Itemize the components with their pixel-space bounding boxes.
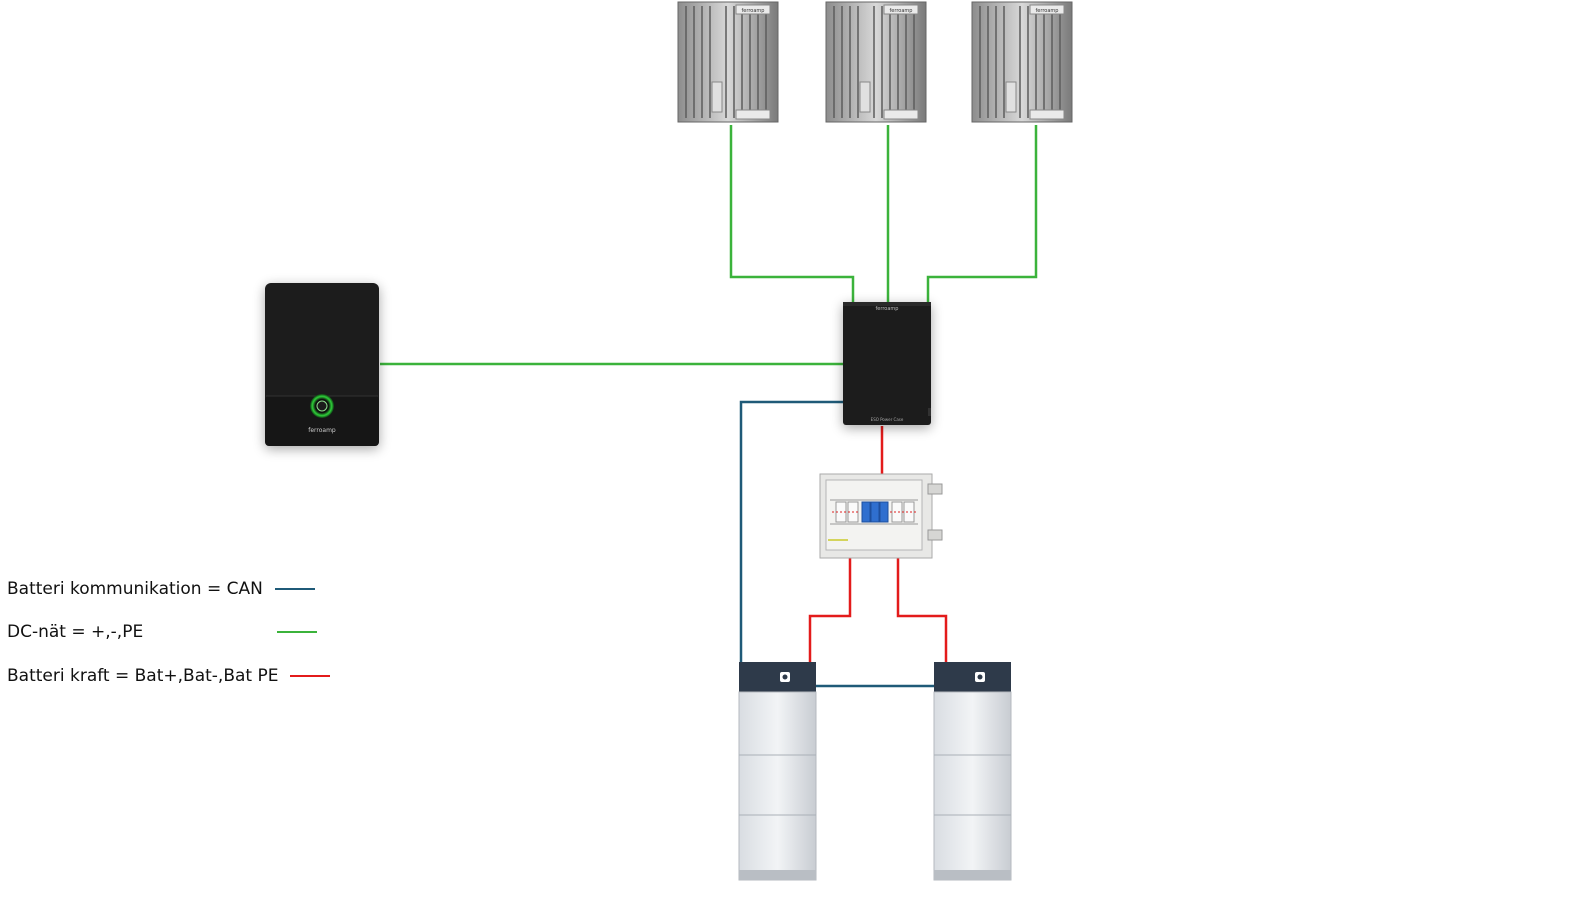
optimizer-2-brand: ferroamp (890, 8, 913, 14)
legend-swatch-can (274, 588, 315, 590)
legend-swatch-battery-power (290, 675, 331, 677)
legend-swatch-dc (277, 631, 318, 633)
power-case-brand: ferroamp (876, 306, 899, 312)
optimizer-1: ferroamp (677, 1, 779, 123)
energy-hub-unit: ferroamp (265, 283, 379, 446)
power-case: ferroamp ESO Power Case (843, 302, 931, 425)
power-case-label: ESO Power Case (871, 417, 904, 422)
legend-item-dc: DC-nät = +,-,PE (7, 622, 318, 642)
optimizer-3: ferroamp (971, 1, 1073, 123)
legend-label-battery-power: Batteri kraft = Bat+,Bat-,Bat PE (7, 666, 279, 686)
legend-item-can: Batteri kommunikation = CAN (7, 579, 315, 599)
legend-label-dc: DC-nät = +,-,PE (7, 622, 144, 642)
battery-power-wires (808, 426, 948, 664)
can-wires (739, 400, 936, 688)
legend-label-can: Batteri kommunikation = CAN (7, 579, 263, 599)
optimizer-3-brand: ferroamp (1036, 8, 1059, 14)
legend-item-battery-power: Batteri kraft = Bat+,Bat-,Bat PE (7, 666, 331, 686)
optimizer-1-brand: ferroamp (742, 8, 765, 14)
battery-1 (738, 662, 817, 881)
dc-wires (380, 125, 1038, 366)
breaker-box (819, 473, 943, 559)
battery-2 (933, 662, 1012, 881)
optimizer-2: ferroamp (825, 1, 927, 123)
energy-hub-brand: ferroamp (308, 427, 336, 434)
